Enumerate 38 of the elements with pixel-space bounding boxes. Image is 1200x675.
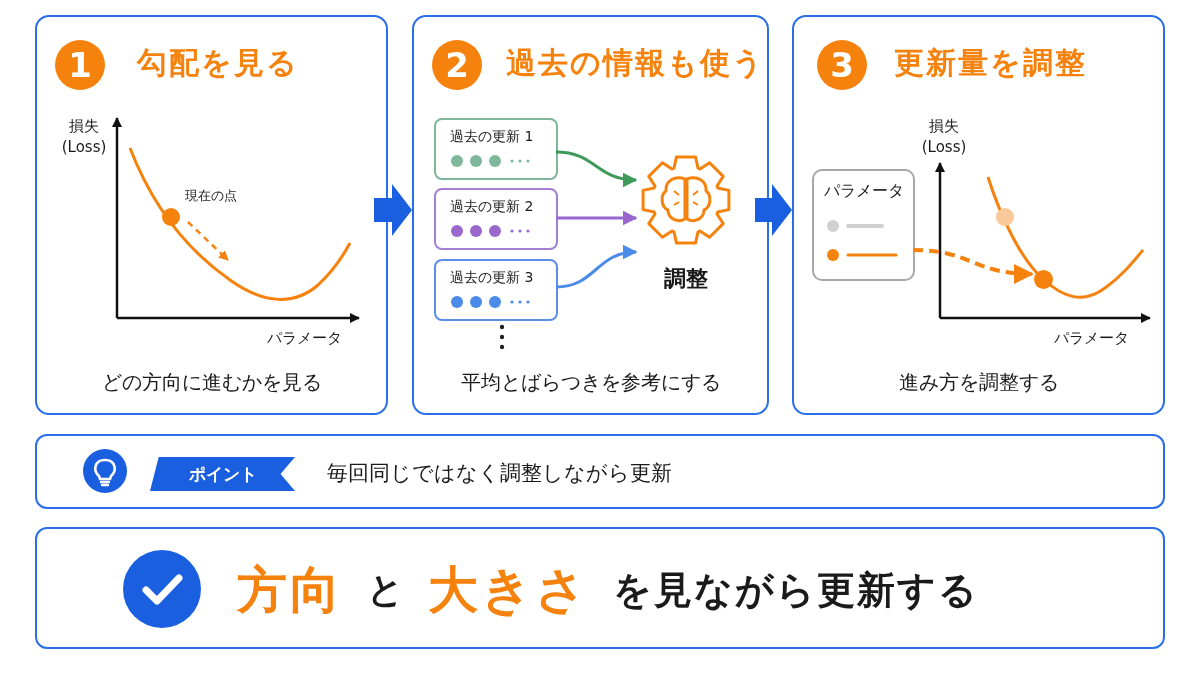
axis-label: パラメータ [1054,328,1129,349]
curve-point [1034,270,1053,289]
step-number: 1 [55,40,105,90]
history-box [434,259,558,321]
axis-label: 損失 (Loss) [60,116,108,158]
parameter-label: パラメータ [824,181,904,202]
point-ribbon: ポイント [150,457,295,491]
history-label: 過去の更新 2 [450,198,534,216]
block-arrow [374,184,412,236]
point-label: 現在の点 [185,187,237,205]
axis-label: 損失 (Loss) [920,116,968,158]
axis-label: パラメータ [267,328,342,349]
step-number: 2 [432,40,482,90]
highlight-word: 方向 [237,559,343,621]
parameter-box [812,169,915,281]
step-title: 過去の情報も使う [506,44,765,82]
step-panel [412,15,769,415]
step-panel [792,15,1165,415]
step-caption: 平均とばらつきを参考にする [459,369,722,396]
history-label: 過去の更新 1 [450,128,534,146]
gear-label: 調整 [663,265,709,293]
tip-text: 毎回同じではなく調整しながら更新 [327,460,672,487]
step-title: 勾配を見る [137,44,299,82]
step-panel [35,15,388,415]
step-caption: 進み方を調整する [897,369,1060,396]
highlight-word: 大きさ [428,559,589,621]
tip-bar [35,434,1165,509]
summary-text: を見ながら更新する [613,566,979,614]
step-number: 3 [817,40,867,90]
arrow [556,210,638,226]
history-label: 過去の更新 3 [450,269,534,287]
summary-text: と [367,567,404,612]
step-title: 更新量を調整 [894,44,1087,82]
summary-bar [35,527,1165,649]
history-box [434,188,558,250]
step-caption: どの方向に進むかを見る [100,369,323,396]
history-box [434,118,558,180]
block-arrow [755,184,792,236]
